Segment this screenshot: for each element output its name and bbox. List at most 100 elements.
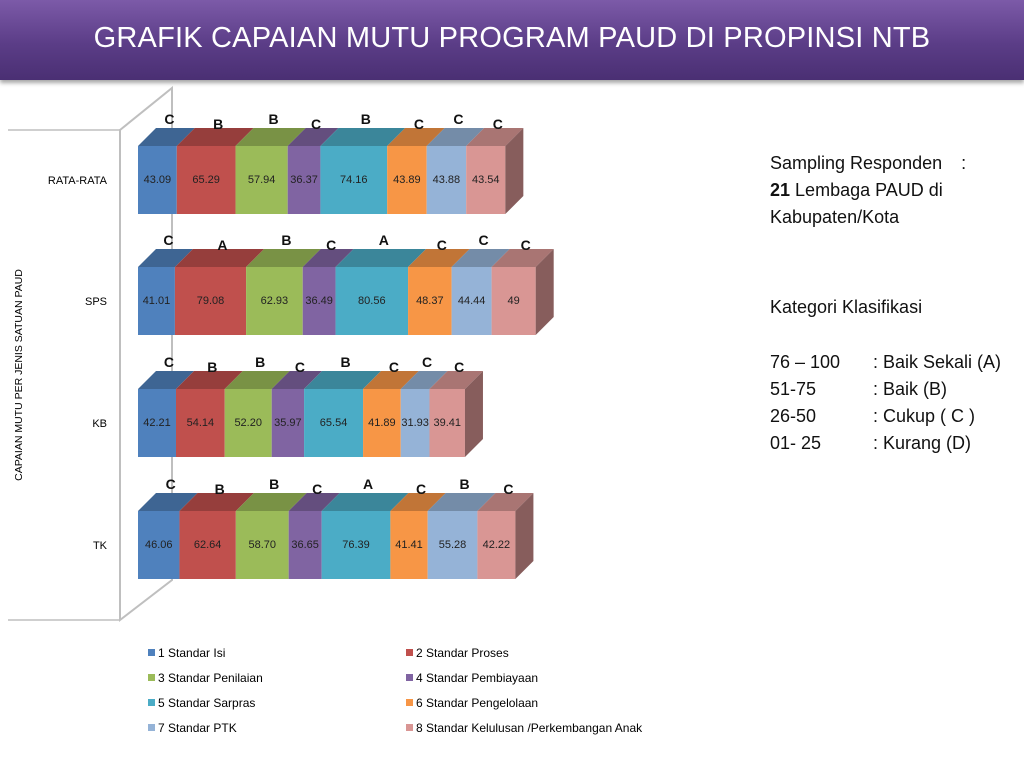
bar-segment-top xyxy=(246,249,321,267)
bar-segment xyxy=(304,389,364,457)
bar-segment xyxy=(271,389,305,457)
grade-label: C xyxy=(503,481,513,497)
kategori-info: Kategori Klasifikasi 76 – 100: Baik Seka… xyxy=(770,294,1024,457)
side-wall xyxy=(119,85,173,623)
bar-segment xyxy=(491,267,536,335)
data-label: 43.09 xyxy=(144,174,172,186)
bar-segment-top xyxy=(176,128,254,146)
grade-label: C xyxy=(164,111,174,127)
bar-segment-top xyxy=(466,128,524,146)
bar-segment-top xyxy=(288,493,340,511)
legend-item: 7 Standar PTK xyxy=(148,721,237,735)
grade-label: C xyxy=(389,359,399,375)
data-label: 54.14 xyxy=(187,417,215,429)
data-label: 55.28 xyxy=(439,539,467,551)
grade-label: B xyxy=(340,354,350,370)
bar-segment xyxy=(287,146,321,214)
data-label: 49 xyxy=(508,295,520,307)
bar-segment-top xyxy=(138,371,194,389)
bar-segment xyxy=(429,389,465,457)
bar-segment xyxy=(387,146,427,214)
bar-segment xyxy=(427,511,478,579)
bar-segment-top xyxy=(426,128,485,146)
kategori-list: 76 – 100: Baik Sekali (A)51-75: Baik (B)… xyxy=(770,349,1024,457)
data-label: 48.37 xyxy=(416,295,444,307)
bar-segment-top xyxy=(400,371,448,389)
bar-segment-top xyxy=(138,249,193,267)
data-label: 36.65 xyxy=(291,539,319,551)
legend-label: 5 Standar Sarpras xyxy=(158,696,255,710)
legend-swatch xyxy=(406,674,413,681)
sampling-line-2: 21 Lembaga PAUD di xyxy=(770,177,1024,204)
bar-segment xyxy=(175,389,225,457)
grade-label: C xyxy=(414,116,424,132)
legend-label: 8 Standar Kelulusan /Perkembangan Anak xyxy=(416,721,643,735)
grade-label: B xyxy=(361,111,371,127)
bar-segment-top xyxy=(363,371,419,389)
bar-segment xyxy=(288,511,322,579)
bar-segment xyxy=(235,511,289,579)
legend-label: 1 Standar Isi xyxy=(158,646,225,660)
bar-segment xyxy=(451,267,492,335)
sampling-colon: : xyxy=(961,153,967,173)
category-tick-label: TK xyxy=(93,540,108,552)
bar-segment xyxy=(138,511,180,579)
data-label: 62.64 xyxy=(194,539,222,551)
bar-segment-top xyxy=(179,493,254,511)
grade-label: A xyxy=(217,237,227,253)
kategori-label: : Kurang (D) xyxy=(873,433,972,453)
kategori-range: 01- 25 xyxy=(770,433,822,453)
sampling-line-1: Sampling Responden : xyxy=(770,150,1024,177)
bar-segment-top xyxy=(235,493,307,511)
bar-segment-top xyxy=(175,371,243,389)
kategori-label: : Baik Sekali (A) xyxy=(873,352,1002,372)
grade-label: C xyxy=(326,237,336,253)
bar-segment-top xyxy=(235,128,306,146)
bar-segment-top xyxy=(321,493,409,511)
bar-segment-top xyxy=(287,128,339,146)
grade-label: C xyxy=(453,111,463,127)
bar-segment-top xyxy=(304,371,382,389)
bar-segment-top xyxy=(302,249,354,267)
legend-item: 6 Standar Pengelolaan xyxy=(406,696,538,710)
data-label: 42.21 xyxy=(143,417,171,429)
category-tick-label: RATA-RATA xyxy=(48,175,108,187)
grade-label: C xyxy=(295,359,305,375)
bar-segment xyxy=(246,267,303,335)
category-tick-label: KB xyxy=(92,418,107,430)
legend-swatch xyxy=(406,649,413,656)
kategori-row: 01- 25 : Kurang (D) xyxy=(770,430,1024,457)
data-label: 42.22 xyxy=(483,539,511,551)
grade-label: C xyxy=(521,237,531,253)
bar-segment-top xyxy=(335,249,427,267)
bar-segment-side xyxy=(535,249,554,335)
data-label: 41.89 xyxy=(368,417,396,429)
data-label: 46.06 xyxy=(145,539,173,551)
bar-segment-top xyxy=(174,249,265,267)
data-label: 41.41 xyxy=(395,539,423,551)
grade-label: C xyxy=(164,354,174,370)
bar-segment xyxy=(179,511,236,579)
legend-item: 4 Standar Pembiayaan xyxy=(406,671,538,685)
legend-item: 3 Standar Penilaian xyxy=(148,671,263,685)
bar-segment-top xyxy=(477,493,534,511)
bar-segment xyxy=(138,267,175,335)
bar-segment xyxy=(477,511,516,579)
bar-segment xyxy=(400,389,430,457)
kategori-row: 51-75: Baik (B) xyxy=(770,376,1024,403)
legend-swatch xyxy=(148,674,155,681)
data-label: 76.39 xyxy=(342,539,370,551)
kategori-row: 26-50: Cukup ( C ) xyxy=(770,403,1024,430)
bar-segment-top xyxy=(138,493,198,511)
bar-segment-top xyxy=(408,249,470,267)
bar-segment xyxy=(426,146,467,214)
data-label: 31.93 xyxy=(401,417,429,429)
bar-segment-top xyxy=(427,493,496,511)
grade-label: C xyxy=(422,354,432,370)
data-label: 52.20 xyxy=(234,417,262,429)
category-tick-label: SPS xyxy=(85,296,107,308)
sampling-info: Sampling Responden : 21 Lembaga PAUD di … xyxy=(770,150,1024,231)
bar-segment-side xyxy=(515,493,534,579)
